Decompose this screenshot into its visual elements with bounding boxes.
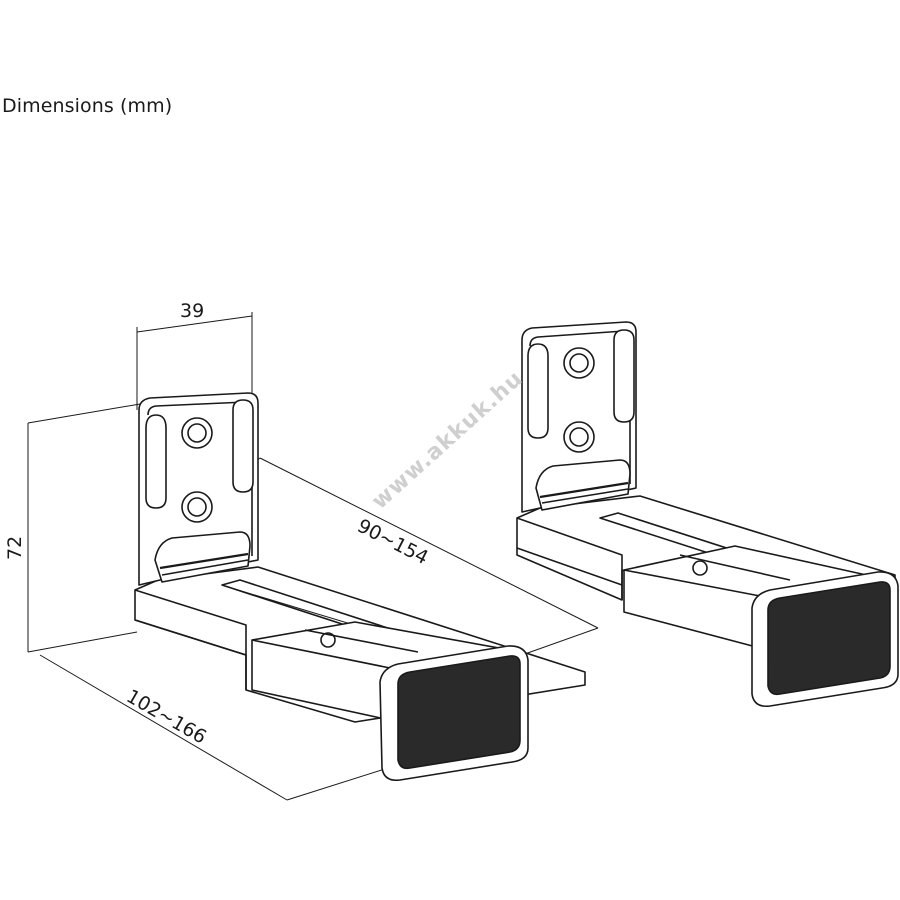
dimension-depth-inner-label: 90~154 (354, 515, 432, 569)
dimension-width-label: 39 (180, 300, 204, 322)
page-title: Dimensions (mm) (2, 95, 173, 117)
bracket-left (134, 392, 586, 782)
dimension-height-label: 72 (4, 536, 26, 560)
watermark-text: www.akkuk.hu (367, 366, 528, 514)
bracket-right (516, 321, 899, 708)
dimension-lines (27, 312, 599, 801)
dimension-depth-outer-label: 102~166 (123, 685, 211, 748)
